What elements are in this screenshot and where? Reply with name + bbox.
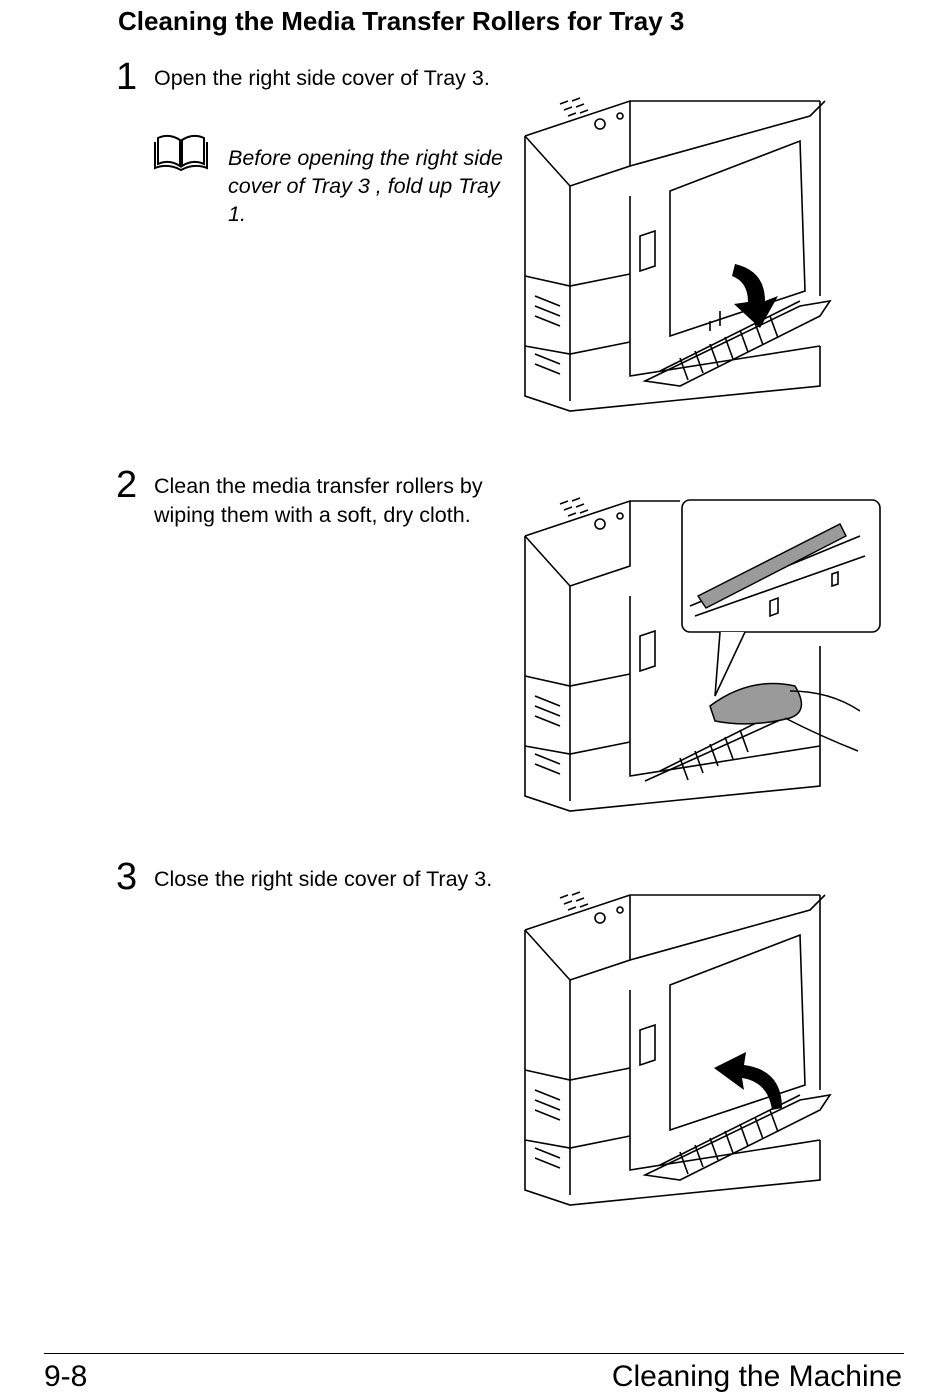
step-2-number: 2 (116, 464, 138, 506)
page-number: 9-8 (44, 1360, 88, 1393)
illustration-clean-rollers (520, 496, 890, 814)
step-1-number: 1 (116, 56, 138, 98)
note-text: Before opening the right side cover of T… (228, 146, 503, 226)
step-1-text: Open the right side cover of Tray 3. (154, 66, 490, 90)
book-icon (154, 132, 208, 172)
illustration-open-cover (520, 96, 840, 414)
footer-divider (44, 1353, 904, 1354)
illustration-close-cover (520, 890, 840, 1208)
step-2-text: Clean the media transfer rollers by wipi… (154, 474, 483, 527)
section-name: Cleaning the Machine (611, 1360, 902, 1393)
page-title: Cleaning the Media Transfer Rollers for … (118, 6, 685, 36)
step-3-number: 3 (116, 856, 138, 898)
step-3-text: Close the right side cover of Tray 3. (154, 867, 493, 891)
